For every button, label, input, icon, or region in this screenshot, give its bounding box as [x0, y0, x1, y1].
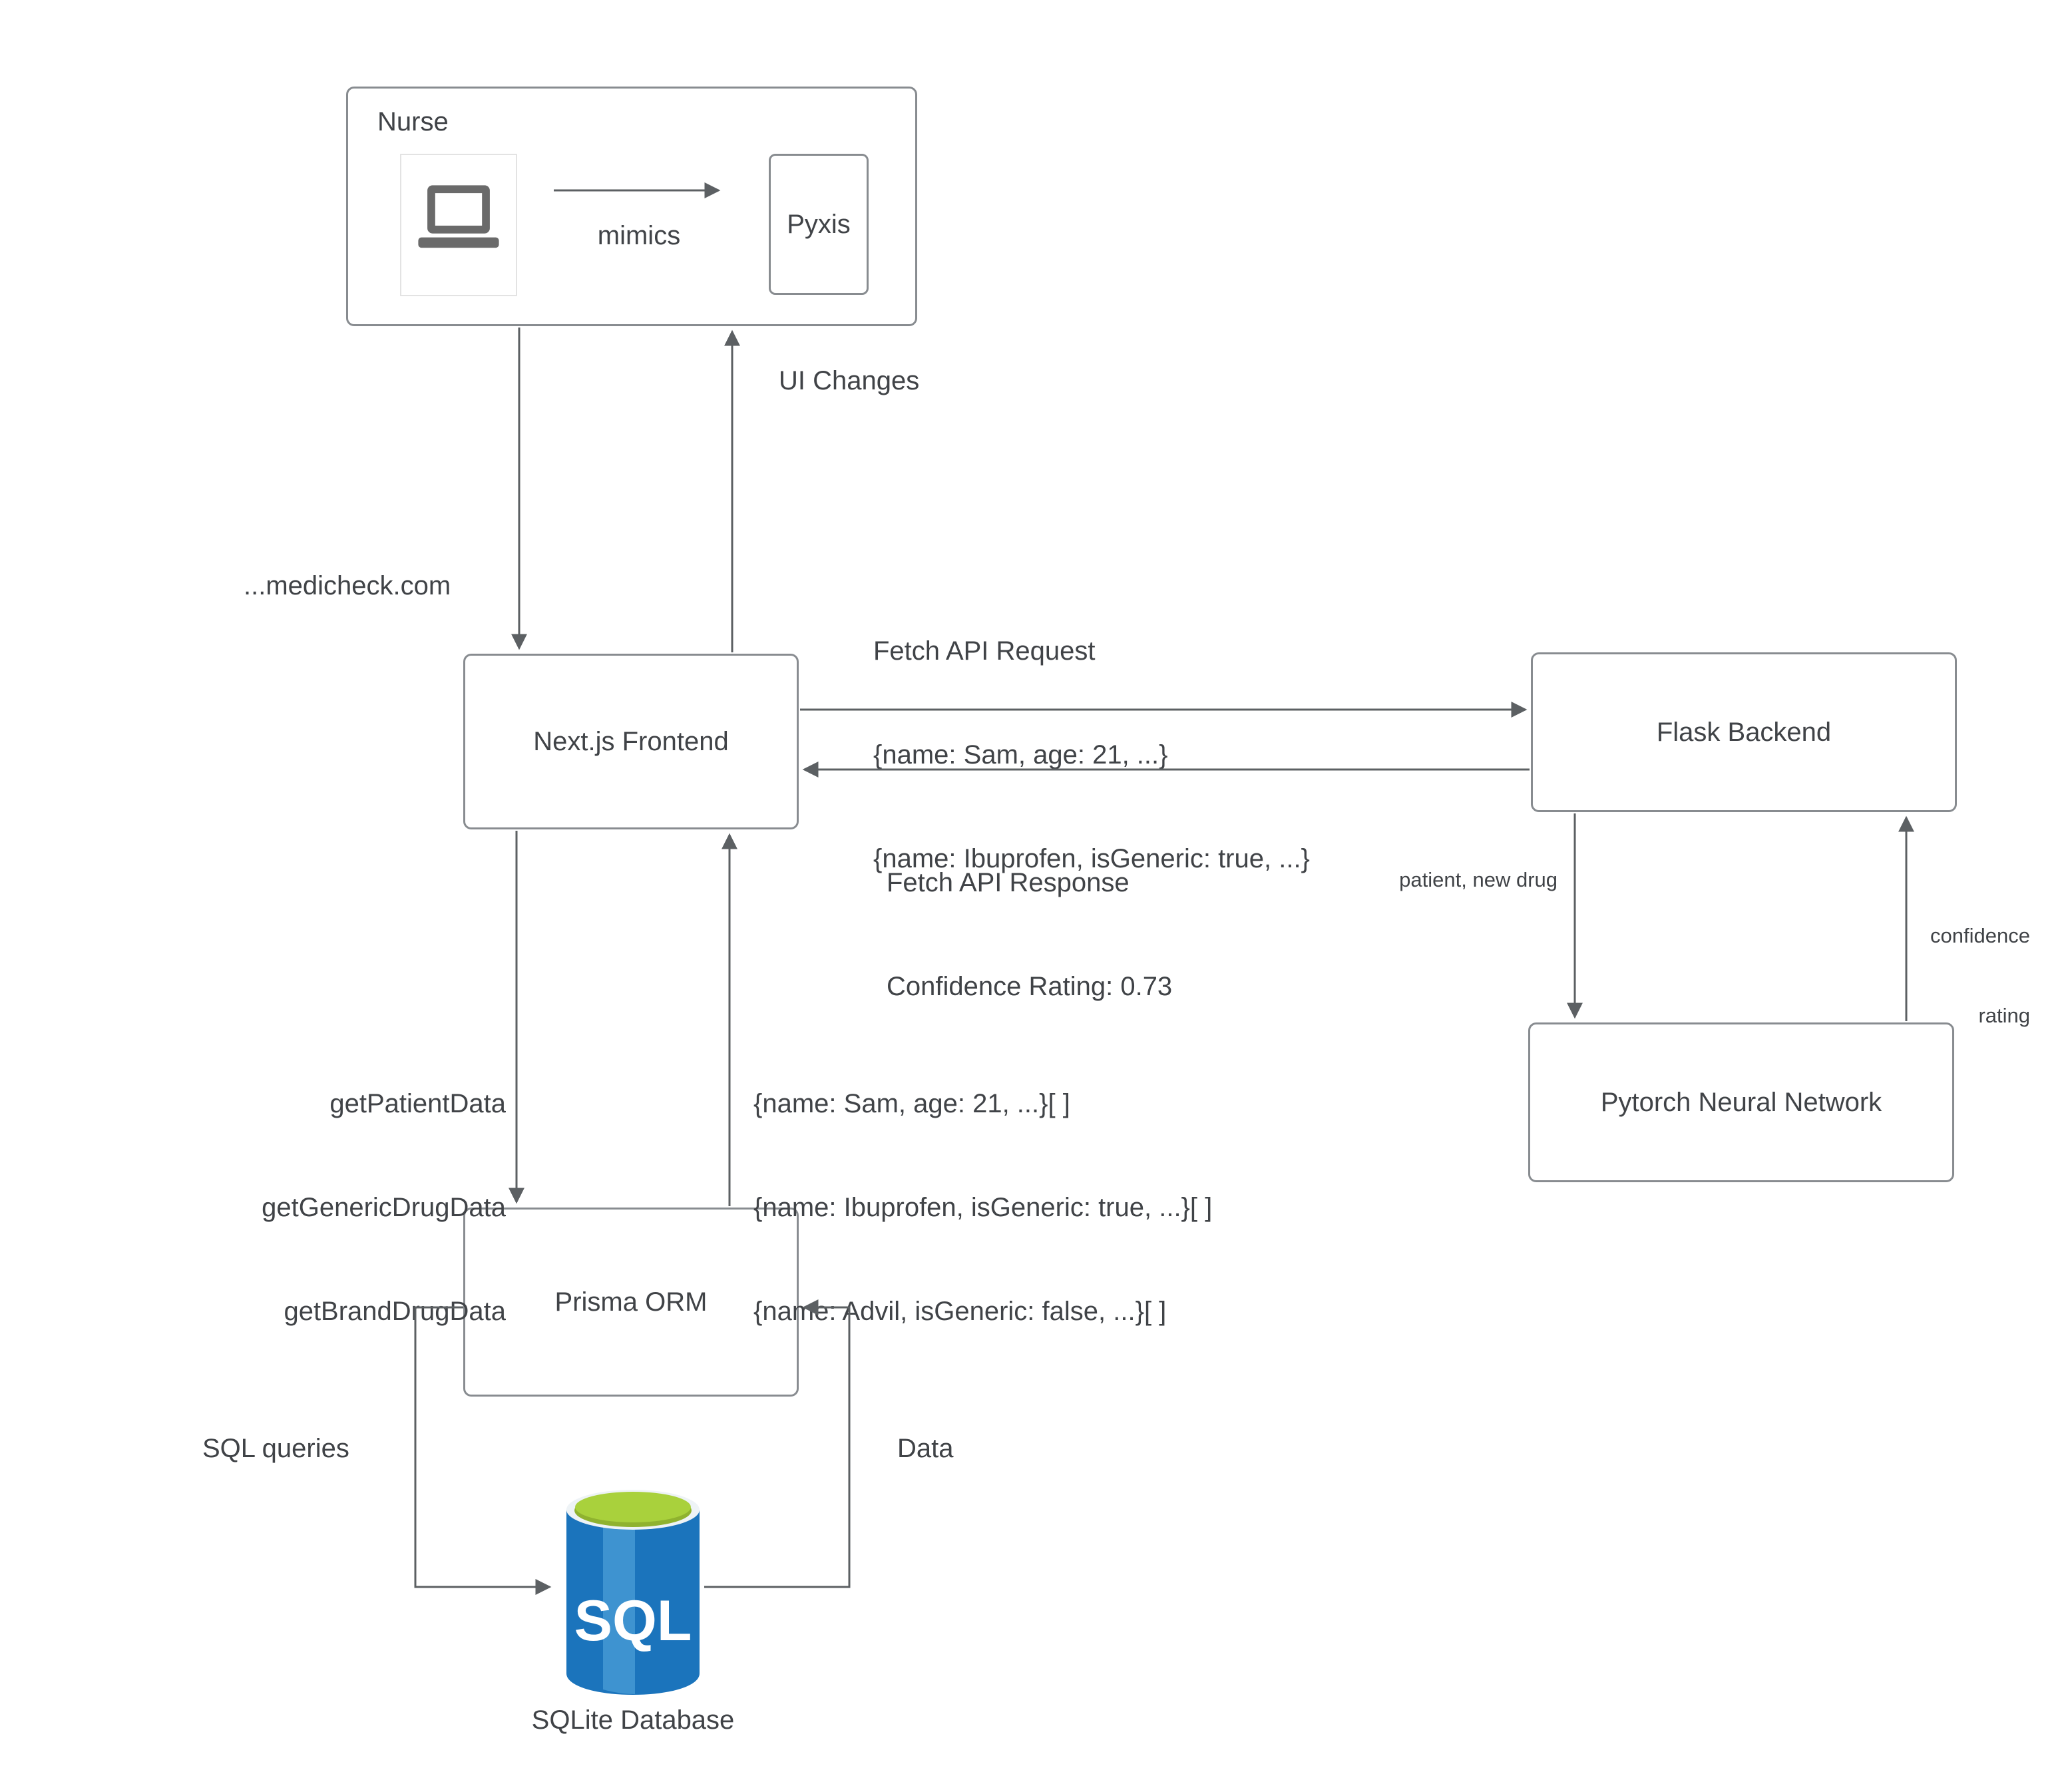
edge-label-confidence-rating: confidence rating	[1916, 869, 2030, 1082]
prisma-label: Prisma ORM	[554, 1287, 708, 1317]
sqlite-database-label: SQLite Database	[531, 1705, 735, 1735]
orm-result-1: {name: Sam, age: 21, ...}[ ]	[753, 1089, 1070, 1118]
edge-label-mimics: mimics	[597, 221, 681, 250]
nextjs-label: Next.js Frontend	[533, 726, 729, 756]
pytorch-label: Pytorch Neural Network	[1600, 1087, 1882, 1117]
edge-label-data: Data	[897, 1434, 954, 1463]
orm-call-3: getBrandDrugData	[284, 1297, 506, 1326]
pyxis-label: Pyxis	[787, 209, 851, 239]
edge-label-medicheck: ...medicheck.com	[244, 571, 451, 600]
fetch-request-line-1: Fetch API Request	[873, 636, 1096, 666]
fetch-request-line-2: {name: Sam, age: 21, ...}	[873, 740, 1168, 770]
fetch-request-line-3: {name: Ibuprofen, isGeneric: true, ...}	[873, 844, 1310, 873]
orm-call-1: getPatientData	[329, 1089, 506, 1118]
edge-label-fetch-api-request: Fetch API Request {name: Sam, age: 21, .…	[873, 564, 1310, 945]
sqlite-database-icon: SQL	[556, 1482, 710, 1701]
laptop-glyph	[418, 185, 499, 248]
edge-label-orm-calls: getPatientData getGenericDrugData getBra…	[200, 1017, 506, 1398]
node-flask-backend: Flask Backend	[1531, 652, 1957, 812]
node-nurse: Nurse Pyxis	[346, 87, 917, 326]
edge-label-ui-changes: UI Changes	[779, 366, 920, 395]
confidence-line-2: rating	[1978, 1004, 2030, 1027]
node-nextjs-frontend: Next.js Frontend	[463, 654, 799, 829]
edge-label-sql-queries: SQL queries	[202, 1434, 349, 1463]
edge-label-fetch-api-response: Fetch API Response Confidence Rating: 0.…	[887, 796, 1172, 1073]
laptop-icon	[400, 154, 517, 296]
fetch-response-line-1: Fetch API Response	[887, 868, 1130, 897]
orm-result-3: {name: Advil, isGeneric: false, ...}[ ]	[753, 1297, 1167, 1326]
node-pyxis: Pyxis	[769, 154, 869, 295]
node-pytorch-neural-network: Pytorch Neural Network	[1528, 1022, 1954, 1182]
edge-label-orm-results: {name: Sam, age: 21, ...}[ ] {name: Ibup…	[753, 1017, 1212, 1398]
flask-label: Flask Backend	[1656, 717, 1832, 747]
orm-call-2: getGenericDrugData	[262, 1193, 506, 1222]
edge-label-patient-new-drug: patient, new drug	[1399, 868, 1557, 891]
orm-result-2: {name: Ibuprofen, isGeneric: true, ...}[…	[753, 1193, 1213, 1222]
fetch-response-line-2: Confidence Rating: 0.73	[887, 972, 1173, 1001]
nurse-label: Nurse	[377, 107, 449, 136]
confidence-line-1: confidence	[1930, 924, 2030, 947]
sql-icon-text: SQL	[574, 1589, 692, 1653]
node-prisma-orm: Prisma ORM	[463, 1208, 799, 1397]
